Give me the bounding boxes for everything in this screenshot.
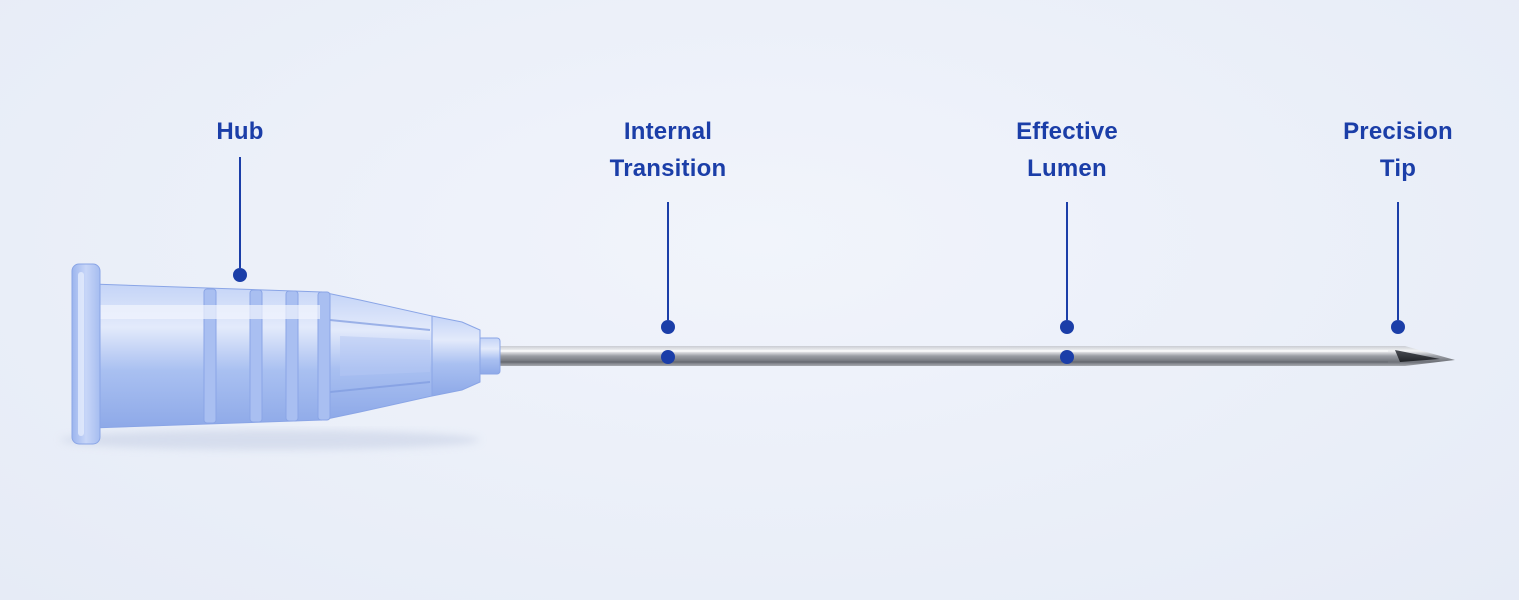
callout-internal-transition: [661, 202, 675, 364]
label-hub: Hub: [216, 113, 263, 150]
label-effective-lumen: Effective Lumen: [1016, 113, 1118, 187]
label-precision-tip-line-2: Tip: [1379, 155, 1417, 182]
label-internal-transition: Internal Transition: [610, 113, 727, 187]
marker-dot: [233, 268, 247, 282]
marker-dot: [1060, 350, 1074, 364]
label-precision-tip: Precision Tip: [1343, 113, 1453, 187]
label-internal-transition-line-2: Transition: [609, 155, 727, 182]
precision-tip-bevel: [1388, 346, 1455, 366]
needle-shaft: [492, 346, 1392, 366]
callout-hub: [233, 157, 247, 282]
marker-dot: [661, 350, 675, 364]
label-effective-lumen-line-2: Lumen: [1027, 155, 1107, 182]
hub-body: [71, 263, 501, 445]
label-hub-line-1: Hub: [216, 118, 264, 145]
label-internal-transition-line-1: Internal: [623, 118, 713, 145]
callout-effective-lumen: [1060, 202, 1074, 364]
marker-dot: [1391, 320, 1405, 334]
hub-shadow: [60, 430, 480, 450]
callout-precision-tip: [1391, 202, 1405, 334]
marker-dot: [1060, 320, 1074, 334]
marker-dot: [661, 320, 675, 334]
label-precision-tip-line-1: Precision: [1343, 118, 1453, 145]
label-effective-lumen-line-1: Effective: [1016, 118, 1118, 145]
